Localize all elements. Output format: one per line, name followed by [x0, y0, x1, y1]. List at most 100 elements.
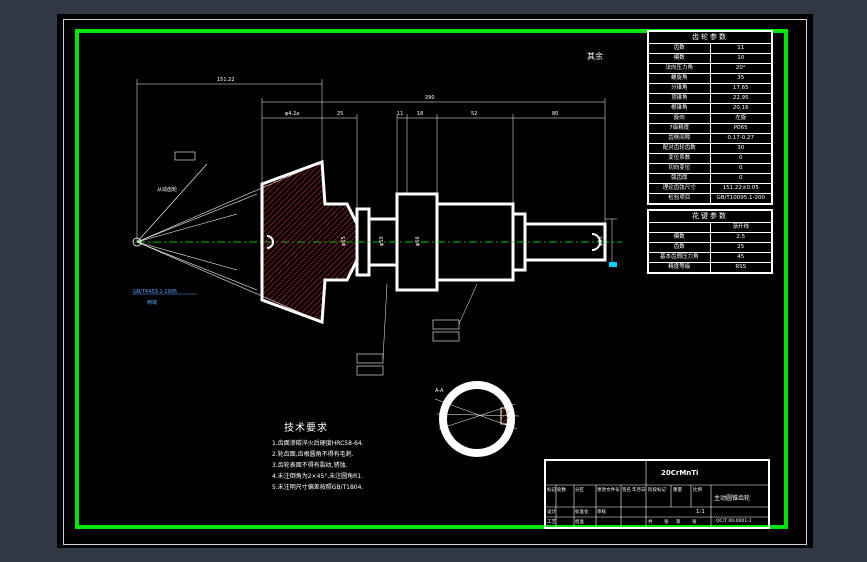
drawing-canvas[interactable]: 151.22 290 φ4.2a 25 11 18 52 80 φ65 φ50 …	[57, 14, 813, 548]
gd-t-frames	[174, 151, 460, 376]
param-name: 齿数	[649, 44, 711, 53]
dim-80: 80	[552, 111, 558, 117]
title-block-label: 第	[676, 520, 681, 525]
param-value: 渐开线	[732, 224, 749, 230]
param-name: 旋向	[649, 114, 711, 123]
param-name	[649, 223, 711, 232]
title-block-label: 共	[648, 520, 653, 525]
param-value: 0.17-0.27	[727, 135, 754, 141]
technical-requirements: 技术要求 1.齿面渗碳淬火后硬度HRC58-64. 2.轮齿面,齿根圆角不得有毛刺…	[272, 419, 364, 493]
param-value: 0	[739, 155, 743, 161]
param-value: GB/T10095.1-200	[716, 195, 765, 201]
drawing-frame	[75, 29, 788, 529]
svg-text:A-A: A-A	[435, 388, 444, 394]
title-block-label: 设计	[547, 510, 556, 515]
part-name: 主动圆锥齿轮	[714, 495, 751, 502]
param-name: 变位系数	[649, 154, 711, 163]
svg-text:从动齿轮: 从动齿轮	[157, 186, 177, 193]
outer-border	[63, 19, 807, 545]
title-block-label: 分区	[575, 488, 584, 493]
surface-roughness-note: 其余	[587, 52, 603, 61]
param-value: P065	[733, 125, 748, 131]
param-name: 切向变位	[649, 164, 711, 173]
param-name: 7级精度	[649, 124, 711, 133]
table-row: 顶锥角 22.95	[649, 94, 771, 104]
param-value: 10	[737, 55, 745, 61]
svg-text:φ50: φ50	[379, 236, 385, 246]
param-value: 20°	[735, 65, 746, 71]
title-block-label: 签名	[622, 488, 631, 493]
top-dimensions	[136, 79, 606, 242]
title-block-label: 标准化	[575, 510, 589, 515]
param-name: 分锥角	[649, 84, 711, 93]
tech-requirement-line: 2.轮齿面,齿根圆角不得有毛刺.	[272, 451, 354, 458]
param-value: 45	[737, 254, 745, 260]
param-name: 模数	[649, 233, 711, 242]
param-value: 20.16	[732, 105, 749, 111]
title-block-label: 张	[664, 520, 669, 525]
dim-11: 11	[397, 111, 403, 117]
spline-table-title: 花键参数	[649, 211, 771, 223]
param-name: 顶锥角	[649, 94, 711, 103]
title-block-label: 阶段标记	[648, 488, 666, 493]
param-value: 2.5	[736, 234, 746, 240]
param-value: 左旋	[735, 115, 747, 121]
scale: 1:1	[696, 509, 705, 515]
title-block-label: 处数	[557, 488, 566, 493]
dim-151: 151.22	[217, 77, 235, 83]
gear-table-title: 齿轮参数	[649, 32, 771, 44]
tech-requirement-line: 3.齿轮表面不得有裂纹,锈蚀.	[272, 462, 348, 469]
dim-290: 290	[425, 95, 435, 101]
param-name: 配对齿轮齿数	[649, 144, 711, 153]
datum-marker	[609, 262, 617, 267]
dim-18: 18	[417, 111, 423, 117]
dim-25: 25	[337, 111, 343, 117]
table-row: 渐开线	[649, 223, 771, 233]
param-value: 22.95	[732, 95, 749, 101]
material: 20CrMnTi	[661, 469, 699, 477]
title-block-label: 张	[692, 520, 697, 525]
param-name: 模数	[649, 54, 711, 63]
param-value: 35	[737, 75, 745, 81]
title-block-label: 年月日	[632, 488, 646, 493]
title-block-label: 重量	[673, 488, 682, 493]
part-drawing: 151.22 290 φ4.2a 25 11 18 52 80 φ65 φ50 …	[132, 77, 622, 457]
param-name: 法向压力角	[649, 64, 711, 73]
param-name: 齿数	[649, 243, 711, 252]
param-name: 根锥角	[649, 104, 711, 113]
title-block-label: 工艺	[547, 520, 556, 525]
table-row: 变位系数 0	[649, 154, 771, 164]
tech-requirement-line: 1.齿面渗碳淬火后硬度HRC58-64.	[272, 440, 364, 447]
svg-text:两端: 两端	[147, 299, 157, 306]
section-view	[434, 381, 520, 457]
param-value: RSS	[735, 264, 747, 270]
table-row: 齿数 11	[649, 44, 771, 54]
tech-requirement-line: 4.未注倒角为2×45°,未注圆角R1.	[272, 473, 364, 480]
title-block-label: 更改文件号	[597, 488, 620, 493]
title-block-label: 比例	[693, 488, 702, 493]
param-value: 17.65	[732, 85, 749, 91]
tech-heading: 技术要求	[284, 423, 328, 434]
table-row: 齿数 25	[649, 243, 771, 253]
param-value: 25	[737, 244, 745, 250]
drawing-number: QC/T 00-0001-1	[716, 519, 752, 524]
param-value: 11	[737, 45, 745, 51]
param-name: 基本齿廓压力角	[649, 253, 711, 262]
table-row: 模数 2.5	[649, 233, 771, 243]
title-block-label: 审核	[597, 510, 606, 515]
param-value: 30	[737, 145, 745, 151]
title-block-label: 标记	[547, 488, 556, 493]
title-block-grid	[546, 461, 768, 527]
title-block-label: 批准	[575, 520, 584, 525]
table-row: 根锥角 20.16	[649, 104, 771, 114]
param-value: 0	[739, 175, 743, 181]
title-block[interactable]: 20CrMnTi 主动圆锥齿轮 1:1 QC/T 00-0001-1 标记处数 分…	[544, 459, 770, 529]
